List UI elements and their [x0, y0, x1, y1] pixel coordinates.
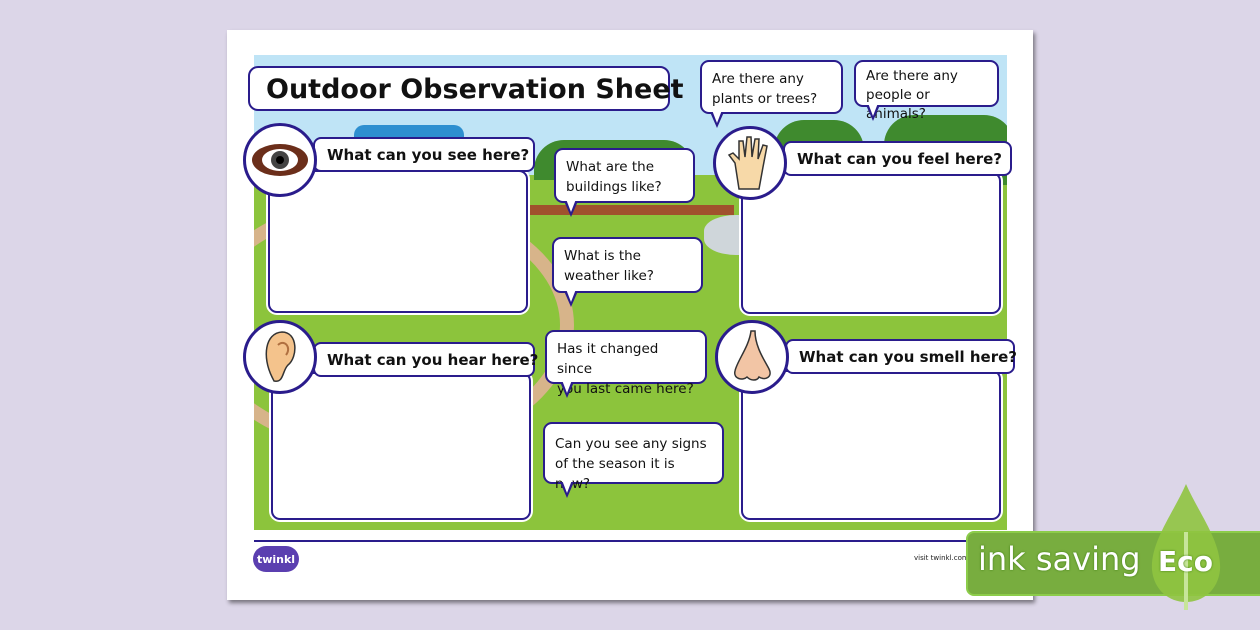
nose-icon: [715, 320, 789, 394]
see-answer-box[interactable]: [268, 170, 528, 313]
eco-label: Eco: [1158, 545, 1213, 578]
feel-label: What can you feel here?: [783, 141, 1012, 176]
eye-icon: [243, 123, 317, 197]
ink-saving-label: ink saving: [978, 540, 1141, 578]
footer-divider: [254, 540, 1007, 542]
ear-icon: [243, 320, 317, 394]
visit-link: visit twinkl.com: [914, 554, 969, 562]
hear-label: What can you hear here?: [313, 342, 538, 377]
hear-answer-box[interactable]: [271, 372, 531, 520]
twinkl-logo: twinkl: [253, 546, 299, 572]
hand-icon: [713, 126, 787, 200]
smell-answer-box[interactable]: [741, 370, 1001, 520]
smell-label: What can you smell here?: [785, 339, 1017, 374]
see-label: What can you see here?: [313, 137, 535, 172]
leaf-icon: [1151, 484, 1221, 610]
feel-answer-box[interactable]: [741, 172, 1001, 314]
page-title: Outdoor Observation Sheet: [248, 66, 684, 111]
